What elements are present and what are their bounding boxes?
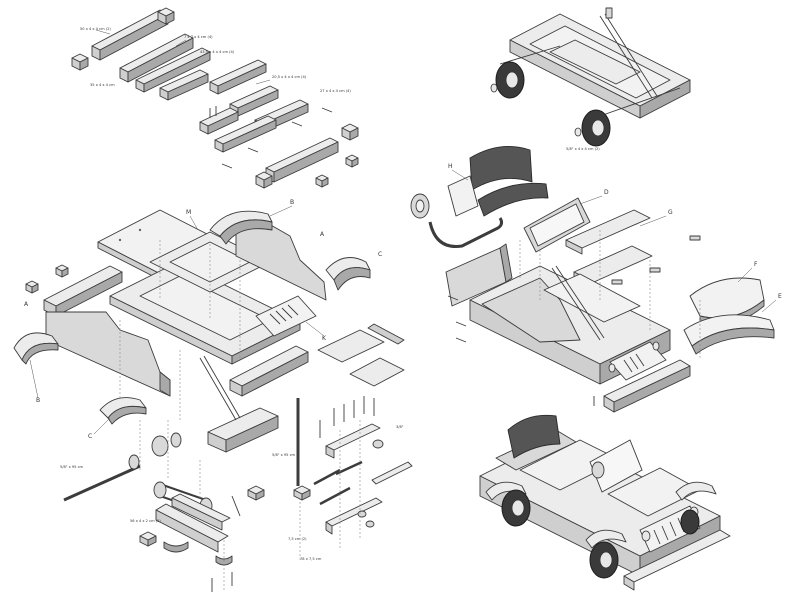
dim-label: 56 x 4 x 2 cm (2)	[130, 519, 161, 523]
frame-beam	[265, 137, 339, 183]
frame-block	[157, 7, 175, 25]
body-exploded-group: M B A C A B C K	[13, 199, 405, 440]
base-board	[155, 503, 229, 553]
wheel	[680, 509, 700, 535]
sprocket	[151, 435, 169, 457]
part-label-k: K	[322, 335, 327, 342]
frame-block	[345, 154, 359, 168]
fender-b	[209, 210, 273, 245]
frame-block	[71, 53, 89, 71]
frame-rail	[229, 345, 309, 397]
part-label-a: A	[320, 231, 325, 238]
part-label-b: B	[36, 397, 40, 404]
tie-rod	[325, 497, 383, 535]
wheel	[581, 109, 611, 147]
dim-label: 20,5 x 4 x 4 cm (4)	[272, 75, 307, 79]
dim-label: 7 x 7 x 4 cm (4)	[184, 35, 213, 39]
frame-beam	[199, 107, 239, 135]
dim-label: 43,5 x 4 x 4 cm (4)	[200, 50, 235, 54]
link-arm	[313, 460, 363, 506]
cargo-board	[445, 243, 513, 307]
dim-label: 50 x 4 x 4 cm (2)	[80, 27, 111, 31]
wheel	[589, 541, 619, 579]
small-block	[293, 485, 311, 501]
tie-rod	[371, 461, 413, 485]
side-panel-a	[235, 219, 327, 301]
bushing	[357, 510, 367, 518]
front-bumper	[603, 359, 691, 413]
side-panel-a	[45, 311, 171, 397]
part-label-c: C	[378, 251, 382, 258]
steering-linkage-group: 5/8" x 95 cm 3/8" 7,5 cm (2) 78 x 7,5 cm	[272, 396, 413, 561]
part-label-m: M	[186, 209, 191, 216]
grille-k	[255, 295, 317, 337]
fender-b	[13, 332, 59, 365]
drivetrain-group: 5/8" x 95 cm 56 x 4 x 2 cm (2)	[60, 355, 279, 592]
frame-block	[315, 174, 329, 188]
frame-block	[341, 123, 359, 141]
part-label-g: G	[668, 209, 673, 216]
frame-beam	[209, 59, 267, 95]
frame-beam	[135, 47, 211, 93]
part-label-b: B	[290, 199, 294, 206]
frame-beam	[214, 115, 277, 153]
part-label-f: F	[754, 261, 758, 268]
pedal-crank-assembly	[199, 355, 279, 453]
body-on-frame	[469, 265, 671, 385]
base-board	[171, 493, 231, 531]
fender-e	[683, 314, 775, 355]
dim-label: 3/8"	[396, 425, 404, 429]
body-panels-group: H D G F E	[410, 145, 782, 413]
frame-block	[25, 280, 39, 294]
dim-label: 7,5 cm (2)	[288, 537, 307, 541]
bushing	[372, 439, 384, 449]
tie-rod	[325, 423, 381, 459]
frame-beam	[119, 33, 194, 83]
fender-c	[325, 257, 371, 291]
assembled-jeep	[479, 414, 731, 591]
part-label-h: H	[448, 163, 453, 170]
dim-label: 35 x 4 x 4 cm	[90, 83, 115, 87]
frame-block	[255, 171, 273, 189]
sprocket	[128, 454, 140, 470]
dim-label: 5/8" x 4 x 4 cm (2)	[566, 147, 600, 151]
fender-c	[99, 397, 147, 425]
wheel	[501, 489, 531, 527]
part-label-d: D	[604, 189, 609, 196]
sprocket	[170, 432, 182, 448]
small-block	[247, 485, 265, 501]
frame-block	[55, 264, 69, 278]
part-label-a: A	[24, 301, 29, 308]
wheel	[495, 61, 525, 99]
dim-label: 5/8" x 95 cm	[60, 465, 84, 469]
dim-label: 27 x 4 x 4 cm (4)	[320, 89, 351, 93]
frame-beam	[159, 69, 209, 101]
bracket	[163, 541, 189, 553]
small-block	[139, 531, 157, 547]
hubcap	[574, 127, 582, 137]
bushing	[365, 520, 375, 528]
hubcap	[490, 83, 498, 93]
dim-label: 78 x 7,5 cm	[300, 557, 322, 561]
part-label-e: E	[778, 293, 782, 300]
dim-label: 5/8" x 95 cm	[272, 453, 296, 457]
frame-lumber-group: 50 x 4 x 4 cm (2) 7 x 7 x 4 cm (4) 43,5 …	[71, 7, 359, 189]
frame-beam	[91, 9, 169, 61]
chassis-assembly: 5/8" x 4 x 4 cm (2)	[490, 7, 691, 151]
windshield-d	[523, 197, 591, 253]
dash-rails	[317, 323, 405, 387]
screw-set	[209, 106, 333, 169]
part-label-c: C	[88, 433, 92, 440]
seat-h	[428, 145, 549, 248]
